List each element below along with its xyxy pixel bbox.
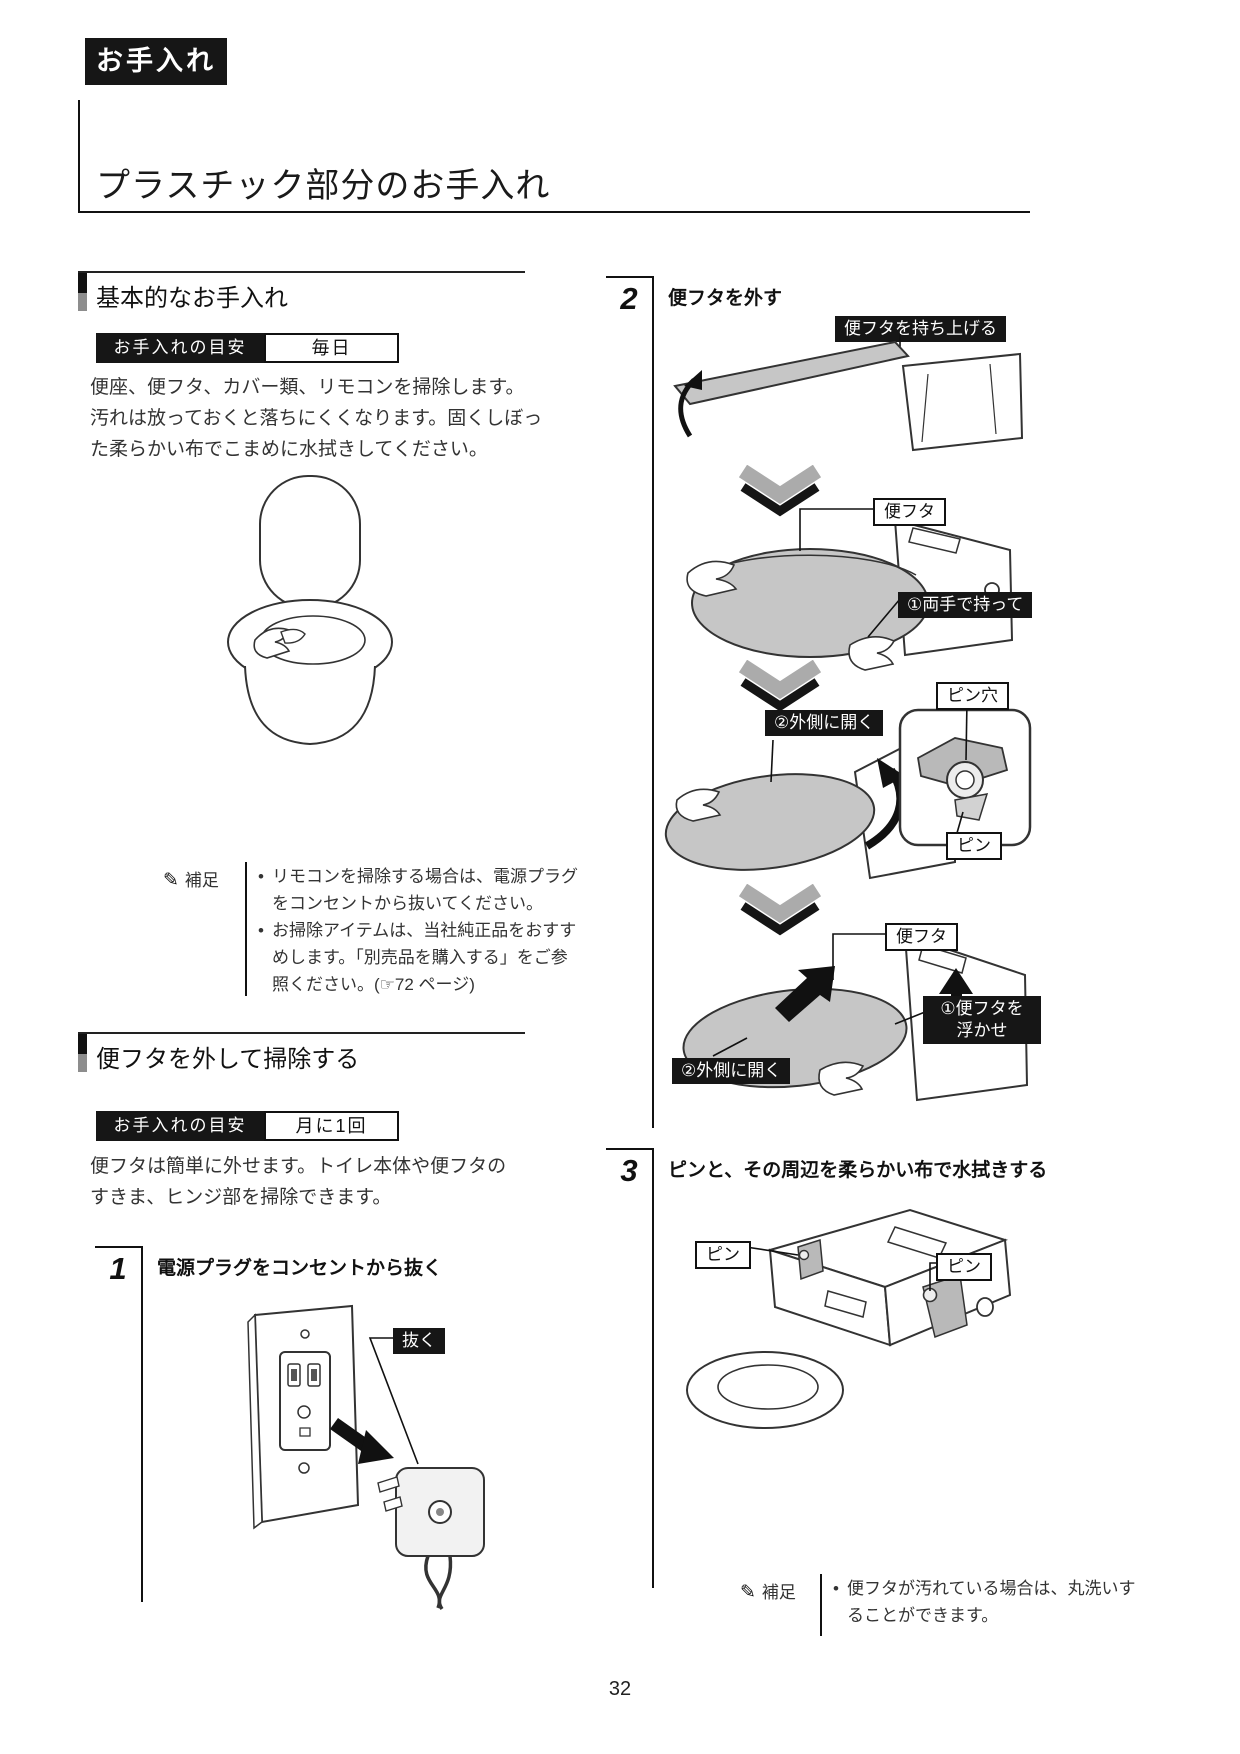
callout-lid-b: 便フタ [885,923,958,951]
step2-title: 便フタを外す [668,288,783,309]
title-rule-horizontal [78,211,1030,213]
step1-title: 電源プラグをコンセントから抜く [157,1258,443,1279]
section-top-rule [78,271,525,273]
down-chevron-icon [738,884,822,936]
note-label: 補足 [184,871,219,890]
callout-pin-left: ピン [695,1241,751,1269]
step3-number: 3 [606,1148,652,1189]
note-divider [245,862,247,996]
page-number: 32 [608,1678,632,1700]
step1-number: 1 [95,1246,141,1287]
step3-title: ピンと、その周辺を柔らかい布で水拭きする [668,1160,1048,1181]
note-item: 便フタが汚れている場合は、丸洗いすることができます。 [833,1575,1143,1629]
care-guide-label: お手入れの目安 [96,1111,264,1141]
category-badge: お手入れ [85,38,227,85]
callout-hold-both-hands: ①両手で持って [898,592,1033,618]
note-header: ✎ 補足 [740,1578,796,1604]
body-line: 便座、便フタ、カバー類、リモコンを掃除します。 [90,377,525,398]
callout-float-lid-line1: ①便フタを [940,999,1024,1018]
note-header: ✎ 補足 [163,866,219,892]
care-guide-value: 毎日 [264,333,399,363]
callout-pin-right: ピン [936,1253,992,1281]
title-rule-vertical [78,100,80,212]
hold-lid-illustration [686,508,1014,671]
step3-rule [652,1148,654,1588]
callout-open-outward-a: ②外側に開く [765,710,884,736]
callout-float-lid: ①便フタを 浮かせ [923,996,1041,1044]
pencil-icon: ✎ [740,1582,756,1603]
section-heading-remove-lid: 便フタを外して掃除する [96,1046,360,1073]
toilet-wipe-illustration [227,475,393,746]
body-line: 汚れは放っておくと落ちにくくなります。固くしぼっ [90,408,543,429]
body-line: 便フタは簡単に外せます。トイレ本体や便フタの [90,1156,507,1177]
body-line: た柔らかい布でこまめに水拭きしてください。 [90,439,488,460]
note-item: お掃除アイテムは、当社純正品をおすすめします。「別売品を購入する」をご参照くださ… [258,917,580,998]
note-list-step3: 便フタが汚れている場合は、丸洗いすることができます。 [833,1575,1143,1629]
pin-location-illustration [686,1208,1012,1429]
note-label: 補足 [761,1583,796,1602]
callout-lid-a: 便フタ [873,498,946,526]
care-guide-label: お手入れの目安 [96,333,264,363]
note-divider [820,1574,822,1636]
page-title: プラスチック部分のお手入れ [96,167,551,205]
step2-number: 2 [606,276,652,317]
down-chevron-icon [738,660,822,712]
down-chevron-icon [738,465,822,517]
note-list-basic: リモコンを掃除する場合は、電源プラグをコンセントから抜いてください。 お掃除アイ… [258,863,580,998]
callout-float-lid-line2: 浮かせ [956,1021,1008,1040]
section-left-bar [78,1034,87,1072]
step2-rule [652,276,654,1128]
callout-lift-lid: 便フタを持ち上げる [835,316,1006,342]
section-top-rule [78,1032,525,1034]
care-guide-value: 月に1回 [264,1111,399,1141]
callout-pull: 抜く [393,1328,445,1354]
section-left-bar [78,273,87,311]
outlet-plug-illustration [247,1304,485,1610]
step1-rule [141,1246,143,1602]
lid-lift-illustration [673,334,1024,452]
remove-body-text: 便フタは簡単に外せます。トイレ本体や便フタの すきま、ヒンジ部を掃除できます。 [90,1151,506,1213]
callout-pin-hole: ピン穴 [936,682,1009,710]
callout-pin: ピン [946,832,1002,860]
callout-open-outward-b: ②外側に開く [672,1058,791,1084]
body-line: すきま、ヒンジ部を掃除できます。 [90,1187,392,1208]
pencil-icon: ✎ [163,870,179,891]
note-item: リモコンを掃除する場合は、電源プラグをコンセントから抜いてください。 [258,863,580,917]
section-heading-basic: 基本的なお手入れ [96,285,288,312]
basic-body-text: 便座、便フタ、カバー類、リモコンを掃除します。 汚れは放っておくと落ちにくくなり… [90,372,542,465]
open-outward-illustration [664,700,1032,880]
